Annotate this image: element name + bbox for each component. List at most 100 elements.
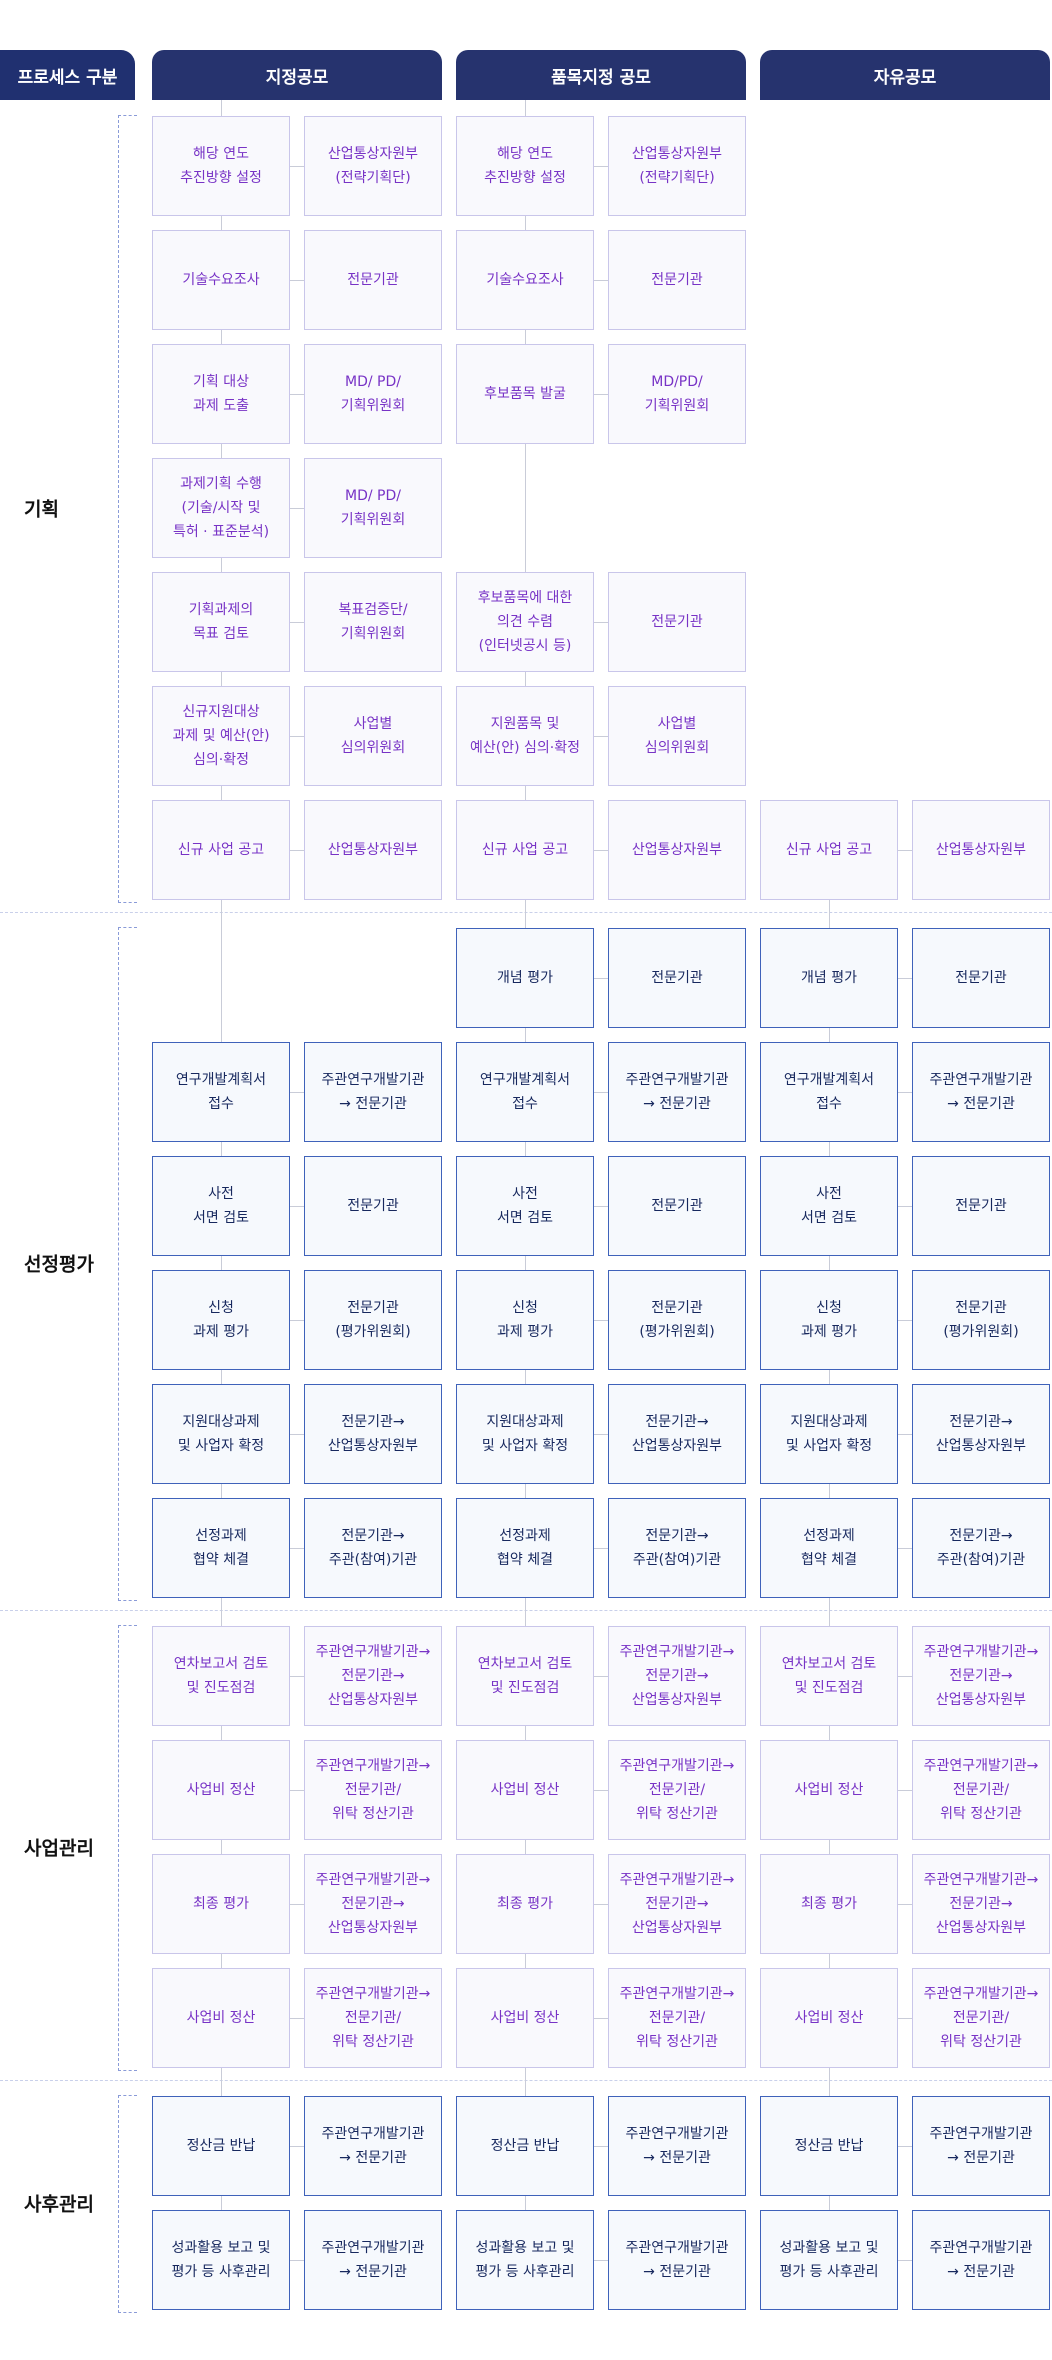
agency-box-designated: MD/ PD/ 기획위원회 [304, 344, 442, 444]
agency-box-free: 주관연구개발기관→ 전문기관→ 산업통상자원부 [912, 1626, 1050, 1726]
horizontal-connector [594, 165, 608, 167]
step-box-designated: 정산금 반납 [152, 2096, 290, 2196]
step-box-designated: 최종 평가 [152, 1854, 290, 1954]
step-box-item-designated: 사업비 정산 [456, 1740, 594, 1840]
agency-box-designated: 주관연구개발기관→ 전문기관→ 산업통상자원부 [304, 1854, 442, 1954]
horizontal-connector [594, 2017, 608, 2019]
step-box-designated: 과제기획 수행 (기술/시작 및 특허 · 표준분석) [152, 458, 290, 558]
agency-box-free: 전문기관 [912, 1156, 1050, 1256]
horizontal-connector [594, 735, 608, 737]
agency-box-designated: 전문기관 [304, 1156, 442, 1256]
section-bracket [118, 1625, 137, 2071]
step-box-designated: 기획과제의 목표 검토 [152, 572, 290, 672]
horizontal-connector [594, 1903, 608, 1905]
agency-box-item-designated: 산업통상자원부 [608, 800, 746, 900]
step-box-designated: 연구개발계획서 접수 [152, 1042, 290, 1142]
step-box-item-designated: 개념 평가 [456, 928, 594, 1028]
horizontal-connector [290, 2145, 304, 2147]
horizontal-connector [594, 621, 608, 623]
step-box-free: 신규 사업 공고 [760, 800, 898, 900]
agency-box-free: 전문기관→ 주관(참여)기관 [912, 1498, 1050, 1598]
agency-box-designated: 주관연구개발기관→ 전문기관/ 위탁 정산기관 [304, 1740, 442, 1840]
step-box-designated: 지원대상과제 및 사업자 확정 [152, 1384, 290, 1484]
horizontal-connector [290, 507, 304, 509]
agency-box-item-designated: 주관연구개발기관→ 전문기관→ 산업통상자원부 [608, 1854, 746, 1954]
step-box-item-designated: 해당 연도 추진방향 설정 [456, 116, 594, 216]
step-box-designated: 해당 연도 추진방향 설정 [152, 116, 290, 216]
step-box-designated: 신청 과제 평가 [152, 1270, 290, 1370]
step-box-item-designated: 기술수요조사 [456, 230, 594, 330]
horizontal-connector [594, 2259, 608, 2261]
horizontal-connector [290, 1205, 304, 1207]
step-box-item-designated: 지원대상과제 및 사업자 확정 [456, 1384, 594, 1484]
horizontal-connector [594, 977, 608, 979]
step-box-item-designated: 사전 서면 검토 [456, 1156, 594, 1256]
agency-box-item-designated: 전문기관→ 주관(참여)기관 [608, 1498, 746, 1598]
horizontal-connector [594, 1547, 608, 1549]
agency-box-designated: 사업별 심의위원회 [304, 686, 442, 786]
agency-box-item-designated: 전문기관 [608, 230, 746, 330]
header-designated: 지정공모 [152, 50, 442, 100]
step-box-item-designated: 지원품목 및 예산(안) 심의·확정 [456, 686, 594, 786]
section-label: 선정평가 [24, 1253, 94, 1276]
horizontal-connector [594, 1205, 608, 1207]
agency-box-designated: 주관연구개발기관 → 전문기관 [304, 2210, 442, 2310]
agency-box-designated: 주관연구개발기관 → 전문기관 [304, 1042, 442, 1142]
step-box-designated: 기술수요조사 [152, 230, 290, 330]
step-box-item-designated: 후보품목에 대한 의견 수렴 (인터넷공시 등) [456, 572, 594, 672]
horizontal-connector [898, 2145, 912, 2147]
horizontal-connector [898, 849, 912, 851]
agency-box-free: 주관연구개발기관→ 전문기관/ 위탁 정산기관 [912, 1740, 1050, 1840]
agency-box-free: 전문기관→ 산업통상자원부 [912, 1384, 1050, 1484]
horizontal-connector [594, 2145, 608, 2147]
header-item-designated: 품목지정 공모 [456, 50, 746, 100]
horizontal-connector [290, 1547, 304, 1549]
agency-box-item-designated: 주관연구개발기관→ 전문기관/ 위탁 정산기관 [608, 1740, 746, 1840]
agency-box-designated: 주관연구개발기관→ 전문기관/ 위탁 정산기관 [304, 1968, 442, 2068]
agency-box-designated: 산업통상자원부 [304, 800, 442, 900]
agency-box-free: 전문기관 [912, 928, 1050, 1028]
horizontal-connector [290, 735, 304, 737]
horizontal-connector [594, 1433, 608, 1435]
agency-box-item-designated: 주관연구개발기관 → 전문기관 [608, 2210, 746, 2310]
horizontal-connector [898, 2259, 912, 2261]
step-box-free: 최종 평가 [760, 1854, 898, 1954]
horizontal-connector [898, 2017, 912, 2019]
section-label: 사업관리 [24, 1837, 94, 1860]
step-box-free: 사전 서면 검토 [760, 1156, 898, 1256]
agency-box-free: 산업통상자원부 [912, 800, 1050, 900]
agency-box-designated: MD/ PD/ 기획위원회 [304, 458, 442, 558]
agency-box-item-designated: 사업별 심의위원회 [608, 686, 746, 786]
step-box-item-designated: 최종 평가 [456, 1854, 594, 1954]
horizontal-connector [898, 1903, 912, 1905]
horizontal-connector [898, 977, 912, 979]
agency-box-designated: 산업통상자원부 (전략기획단) [304, 116, 442, 216]
step-box-designated: 사전 서면 검토 [152, 1156, 290, 1256]
step-box-free: 선정과제 협약 체결 [760, 1498, 898, 1598]
horizontal-connector [290, 393, 304, 395]
horizontal-connector [594, 1675, 608, 1677]
horizontal-connector [594, 1091, 608, 1093]
horizontal-connector [290, 621, 304, 623]
horizontal-connector [290, 1091, 304, 1093]
section-divider [0, 912, 1052, 913]
step-box-free: 연구개발계획서 접수 [760, 1042, 898, 1142]
horizontal-connector [898, 1205, 912, 1207]
step-box-free: 개념 평가 [760, 928, 898, 1028]
step-box-designated: 연차보고서 검토 및 진도점검 [152, 1626, 290, 1726]
horizontal-connector [594, 1789, 608, 1791]
section-divider [0, 2080, 1052, 2081]
step-box-designated: 사업비 정산 [152, 1740, 290, 1840]
agency-box-designated: 주관연구개발기관 → 전문기관 [304, 2096, 442, 2196]
horizontal-connector [594, 849, 608, 851]
step-box-item-designated: 신청 과제 평가 [456, 1270, 594, 1370]
step-box-item-designated: 연차보고서 검토 및 진도점검 [456, 1626, 594, 1726]
step-box-free: 사업비 정산 [760, 1740, 898, 1840]
agency-box-item-designated: 전문기관 (평가위원회) [608, 1270, 746, 1370]
horizontal-connector [290, 279, 304, 281]
agency-box-free: 주관연구개발기관 → 전문기관 [912, 2096, 1050, 2196]
agency-box-free: 주관연구개발기관 → 전문기관 [912, 2210, 1050, 2310]
step-box-free: 지원대상과제 및 사업자 확정 [760, 1384, 898, 1484]
horizontal-connector [898, 1319, 912, 1321]
